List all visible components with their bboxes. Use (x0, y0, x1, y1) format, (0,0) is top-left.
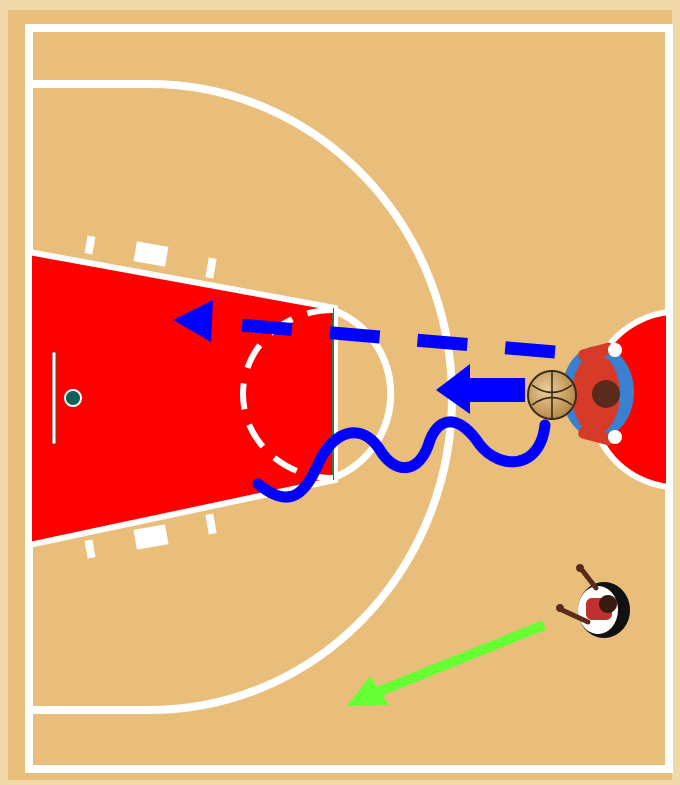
hoop (65, 390, 81, 406)
backboard (52, 352, 56, 444)
